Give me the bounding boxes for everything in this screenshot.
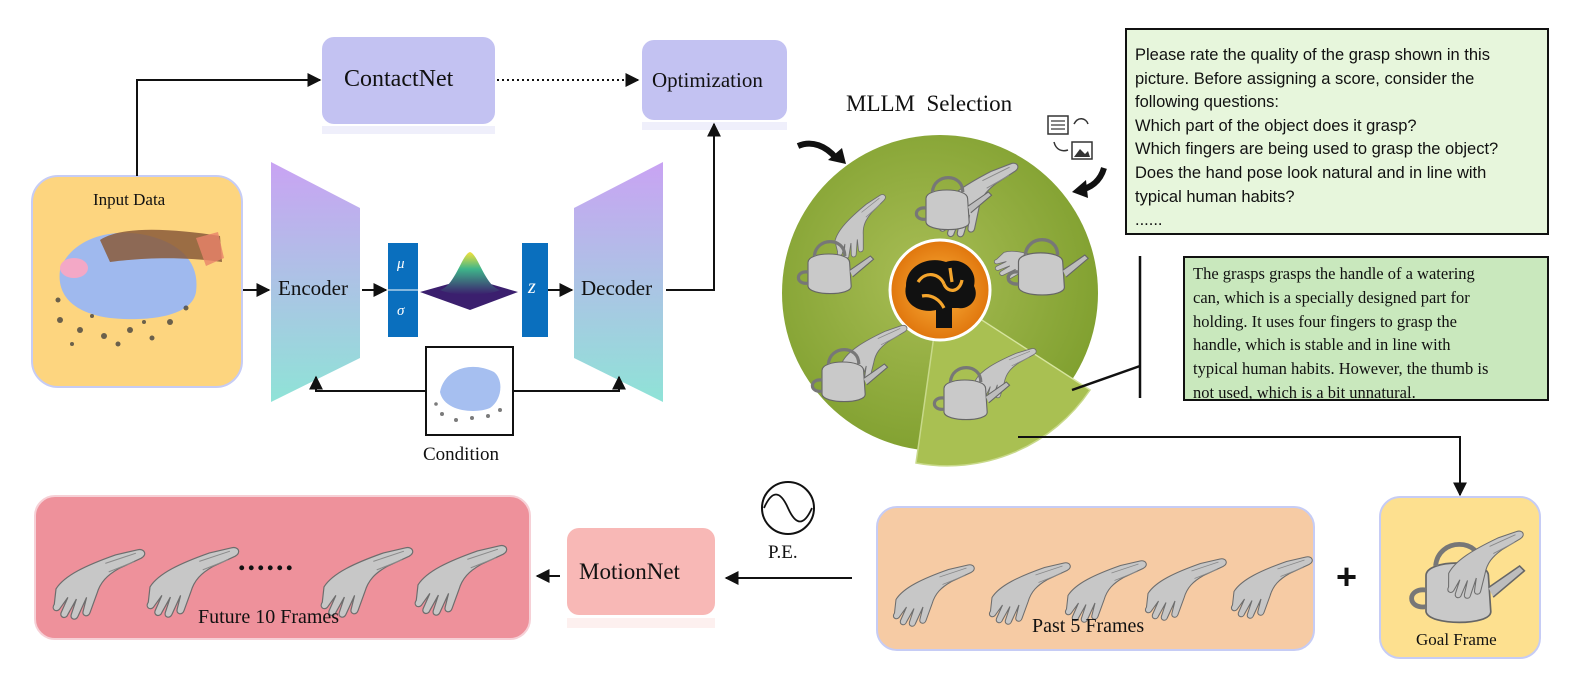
mllm-answer: The grasps grasps the handle of a wateri…: [1183, 256, 1549, 402]
optimization-box: [642, 40, 787, 120]
answer-line: not used, which is a bit unnatural.: [1193, 382, 1416, 402]
decoder-label: Decoder: [581, 276, 653, 300]
contactnet-box: [322, 37, 495, 124]
z-block: [522, 243, 548, 337]
answer-line: handle, which is stable and in line with: [1193, 335, 1451, 355]
condition-label: Condition: [423, 444, 500, 465]
plus-sign: +: [1336, 556, 1358, 597]
answer-line: can, which is a specially designed part …: [1193, 287, 1470, 307]
past-frames-label: Past 5 Frames: [1032, 615, 1145, 637]
decoder-trapezoid: [574, 162, 663, 402]
prompt-line: Which part of the object does it grasp?: [1135, 116, 1417, 135]
pe-label: P.E.: [768, 542, 798, 563]
answer-line: The grasps grasps the handle of a wateri…: [1193, 264, 1475, 283]
motionnet-label: MotionNet: [579, 559, 680, 584]
document-image-icon: [1047, 115, 1093, 160]
mu-label: μ: [397, 256, 405, 272]
answer-line: holding. It uses four fingers to grasp t…: [1193, 311, 1457, 331]
optimization-label: Optimization: [652, 68, 763, 92]
z-label: z: [528, 276, 536, 298]
input-data-label: Input Data: [93, 190, 166, 209]
motionnet-box: [567, 528, 715, 615]
grasp-rating-prompt: Please rate the quality of the grasp sho…: [1125, 28, 1549, 235]
prompt-line: Please rate the quality of the grasp sho…: [1135, 46, 1490, 64]
prompt-line: Which fingers are being used to grasp th…: [1135, 140, 1499, 159]
mllm-selection-label: MLLM Selection: [846, 91, 1013, 116]
sigma-label: σ: [397, 303, 405, 319]
prompt-line: ......: [1135, 211, 1163, 230]
curved-arrow-left: [796, 140, 839, 161]
prompt-line: following questions:: [1135, 93, 1280, 112]
point-cloud-scene: [55, 229, 224, 347]
encoder-label: Encoder: [278, 276, 348, 300]
answer-line: typical human habits. However, the thumb…: [1193, 359, 1489, 379]
future-frames-label: Future 10 Frames: [198, 606, 340, 628]
condition-point-cloud: [434, 366, 502, 422]
gaussian-surface: [420, 252, 518, 310]
contactnet-label: ContactNet: [344, 66, 454, 92]
prompt-line: picture. Before assigning a score, consi…: [1135, 69, 1475, 88]
mllm-selection-wheel: [782, 135, 1098, 467]
prompt-line: typical human habits?: [1135, 187, 1295, 206]
future-ellipsis: ......: [238, 544, 295, 577]
sine-wave-icon: [761, 481, 815, 535]
prompt-line: Does the hand pose look natural and in l…: [1135, 163, 1487, 182]
goal-frame-label: Goal Frame: [1416, 630, 1497, 649]
encoder-trapezoid: [271, 162, 360, 402]
